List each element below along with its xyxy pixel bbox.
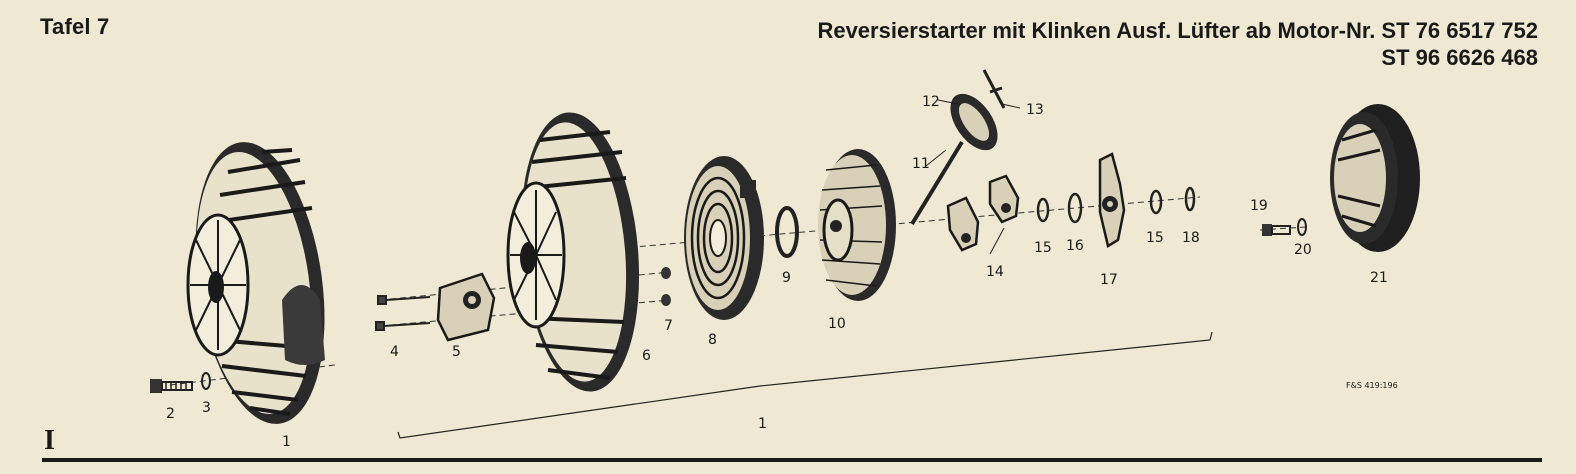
- plate-number: Tafel 7: [40, 14, 110, 39]
- fan-housing-middle: [506, 112, 640, 392]
- section-mark: I: [44, 425, 55, 456]
- screws-4: [375, 295, 431, 331]
- fan-housing-left: [186, 142, 325, 424]
- label-10: 10: [828, 316, 846, 332]
- label-1b: 1: [758, 416, 767, 432]
- label-13: 13: [1026, 102, 1044, 118]
- label-20: 20: [1294, 242, 1312, 258]
- toggle-13: [982, 69, 1006, 109]
- rope-pulley-10: [818, 149, 896, 301]
- label-8: 8: [708, 332, 717, 348]
- leader-lines: [925, 99, 1021, 255]
- label-17: 17: [1100, 272, 1118, 288]
- bottom-rule: [42, 458, 1542, 462]
- screw-19: [1262, 224, 1291, 236]
- label-11: 11: [912, 156, 930, 172]
- washer-3: [201, 372, 211, 390]
- spring-cassette-8: [684, 156, 764, 320]
- pawls-14: [946, 174, 1020, 252]
- label-9: 9: [782, 270, 791, 286]
- assembly-bracket: [397, 331, 1213, 439]
- label-16: 16: [1066, 238, 1084, 254]
- label-7: 7: [664, 318, 673, 334]
- label-2: 2: [166, 406, 175, 422]
- starter-cup-21: [1330, 104, 1420, 252]
- bracket-5: [436, 272, 496, 342]
- label-12: 12: [922, 94, 940, 110]
- label-21: 21: [1370, 270, 1388, 286]
- washer-9: [775, 206, 799, 258]
- label-19: 19: [1250, 198, 1268, 214]
- label-15a: 15: [1034, 240, 1052, 256]
- label-18: 18: [1182, 230, 1200, 246]
- label-15b: 15: [1146, 230, 1164, 246]
- label-5: 5: [452, 344, 461, 360]
- starter-rope-11: [910, 140, 964, 226]
- label-3: 3: [202, 400, 211, 416]
- label-14: 14: [986, 264, 1004, 280]
- figure-code: F&S 419:196: [1346, 381, 1398, 390]
- washer-20: [1297, 218, 1307, 236]
- bolt-2: [150, 379, 193, 393]
- small-washers: [1036, 186, 1196, 224]
- title-line-2: ST 96 6626 468: [1381, 45, 1538, 70]
- label-4: 4: [390, 344, 399, 360]
- title-line-1: Reversierstarter mit Klinken Ausf. Lüfte…: [817, 18, 1538, 43]
- pawl-plate-17: [1098, 152, 1126, 248]
- label-1a: 1: [282, 434, 291, 450]
- page-title: Reversierstarter mit Klinken Ausf. Lüfte…: [817, 17, 1538, 71]
- label-6: 6: [642, 348, 651, 364]
- nuts-7: [661, 267, 671, 306]
- handle-12: [950, 93, 998, 151]
